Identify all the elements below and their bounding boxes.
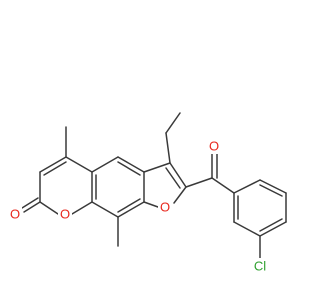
- bond: [21, 197, 39, 209]
- bond: [117, 161, 141, 176]
- lactone-carbonyl-oxygen-label: O: [10, 207, 20, 222]
- bond: [165, 167, 181, 189]
- bond: [165, 132, 171, 164]
- bond: [39, 156, 67, 173]
- bond: [233, 179, 261, 194]
- ketone-carbonyl-oxygen-label: O: [209, 139, 219, 154]
- bond: [259, 221, 287, 237]
- bond: [185, 177, 213, 188]
- bond: [117, 198, 141, 213]
- pyranone-ring-oxygen-label: O: [60, 207, 70, 222]
- bond: [143, 162, 171, 173]
- bond: [173, 186, 187, 204]
- bond: [65, 156, 93, 173]
- bond: [117, 201, 145, 218]
- bond: [233, 221, 261, 237]
- bond: [211, 177, 235, 194]
- bond: [91, 201, 119, 218]
- bond: [71, 201, 93, 215]
- bond: [165, 112, 181, 134]
- bond: [259, 179, 287, 194]
- bond: [143, 201, 159, 208]
- bond: [169, 162, 187, 188]
- bond-layer: [21, 112, 287, 259]
- bond: [117, 156, 145, 173]
- bond: [91, 156, 119, 173]
- chemical-structure-diagram: O O O O Cl: [8, 112, 287, 274]
- bond: [259, 184, 283, 197]
- bond: [43, 161, 67, 176]
- furan-ring-oxygen-label: O: [160, 200, 170, 215]
- bond: [39, 201, 59, 215]
- bond: [23, 201, 41, 213]
- atom-label-layer: O O O O Cl: [8, 139, 270, 274]
- chlorine-label: Cl: [254, 259, 266, 274]
- bond: [259, 218, 283, 232]
